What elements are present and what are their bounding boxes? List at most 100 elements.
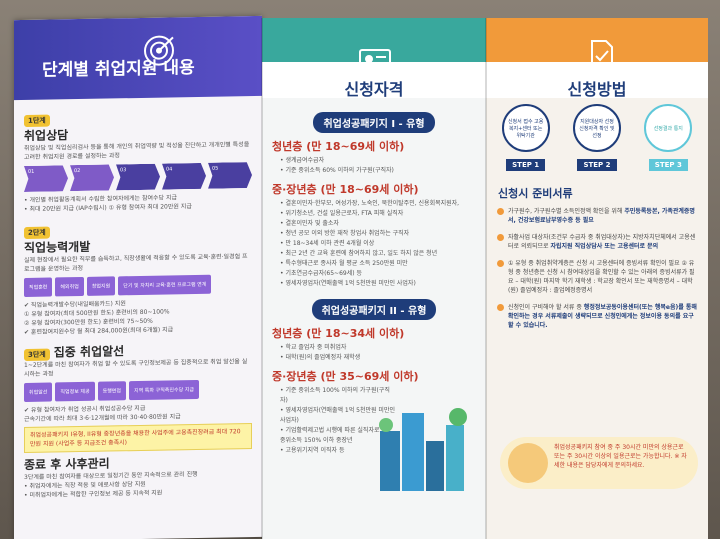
eligibility-item: • 고용위기지역 이직자 등 [280, 447, 345, 454]
step3-pills: 취업알선 직업정보 제공 동행면접 지역 특화 구직촉진수당 지급 [24, 379, 252, 402]
target-icon [144, 35, 174, 66]
prep-highlight: 자립지원 직업상담사 또는 고용센터로 문의 [550, 243, 659, 250]
fold-line [485, 18, 487, 539]
panel-eligibility: 신청자격 취업성공패키지 I - 유형 청년층 (만 18~69세 이하) • … [262, 18, 486, 539]
panel2-title: 신청자격 [344, 80, 404, 99]
type2-middle-head: 중·장년층 (만 35~69세 이하) [272, 370, 419, 383]
step-1: 신청서 접수 고용복지+센터 또는 위탁기관 STEP 1 [495, 104, 557, 171]
type2-tag-wrap: 취업성공패키지 II - 유형 [262, 299, 486, 320]
type1-tag-wrap: 취업성공패키지 I - 유형 [262, 112, 486, 133]
arrow-step: 05 [208, 162, 252, 189]
prep-item: ① 유형 중 취업취약계층은 신청 시 고용센터에 증빙서류 확인이 필요 ② … [486, 259, 708, 295]
type1-middle-head: 중·장년층 (만 18~69세 이하) [272, 183, 419, 196]
employer-subsidy-box: 취업성공패키지 I유형, II유형 중장년층을 채용한 사업주에 고용촉진장려금… [24, 423, 252, 453]
city-buildings-illustration [379, 408, 467, 491]
prep-item: 신청인이 구비해야 할 서류 중 행정정보공동이용센터(또는 행복e음)를 통해… [486, 303, 708, 330]
document-check-icon [591, 40, 613, 70]
step3-desc: 1~2단계를 마친 참여자가 취업 할 수 있도록 구인정보제공 등 집중적으로… [24, 358, 248, 378]
program-pill: 창업지원 [86, 276, 116, 296]
type2-section: 청년층 (만 18~34세 이하) • 학교 졸업자 중 미취업자 • 대학(원… [262, 325, 486, 456]
step-label: STEP 2 [577, 159, 617, 171]
type1-tag: 취업성공패키지 I - 유형 [313, 112, 435, 133]
bullet-dot [497, 234, 504, 241]
panel3-header: 신청방법 [486, 18, 708, 99]
eligibility-item: • 특수형태근로 종사자 월 평균 소득 250만원 미만 [280, 260, 408, 267]
eligibility-item: • 학교 졸업자 중 미취업자 [280, 344, 347, 351]
step-circle: 신청서 접수 고용복지+센터 또는 위탁기관 [501, 104, 550, 152]
step-3: 선정결과 통지 STEP 3 [637, 104, 699, 171]
arrow-step: 01 [24, 165, 68, 192]
prep-text: 신청인이 구비해야 할 서류 중 [508, 304, 582, 311]
eligibility-item: • 최근 2년 간 교육 훈련에 참여하지 않고, 일도 하지 않은 청년 [280, 250, 438, 257]
bullet-dot [497, 304, 504, 311]
program-pill: 지역 특화 구직촉진수당 지급 [129, 379, 199, 401]
type2-tag: 취업성공패키지 II - 유형 [311, 299, 437, 320]
bullet-dot [497, 208, 504, 215]
program-pill: 단기 및 자치리 교육·훈련 프로그램 연계 [118, 274, 212, 296]
step3-badge: 3단계 [24, 348, 50, 361]
prep-item: 가구원수, 가구원수별 소득인정액 확인을 위해 주민등록등본, 가족관계증명서… [486, 207, 708, 225]
step-label: STEP 1 [506, 159, 546, 171]
prep-item: 자활사업 대상자(조건부 수급자 중 취업대상자)는 지방자치단체에서 고용센터… [486, 233, 708, 251]
step-2: 지원대상자 선정 신청자격 확인 및 선정 STEP 2 [566, 104, 628, 171]
after-section: 종료 후 사후관리 3단계를 마친 참여자를 대상으로 일정기간 동안 지속적으… [14, 452, 262, 500]
step1-arrows: 01 02 03 04 05 [24, 162, 252, 192]
step1-badge: 1단계 [24, 114, 50, 127]
program-pill: 취업알선 [24, 382, 53, 402]
type2-youth-head: 청년층 (만 18~34세 이하) [272, 327, 405, 340]
step3-title: 집중 취업알선 [53, 344, 125, 360]
step-label: STEP 3 [648, 159, 688, 171]
arrow-step: 03 [116, 164, 160, 191]
panel1-header: 단계별 취업지원 내용 [14, 15, 262, 101]
prep-text: 자활사업 대상자(조건부 수급자 중 취업대상자)는 지방자치단체에서 고용센터… [508, 234, 696, 250]
panel2-strip [262, 18, 486, 62]
program-pill: 직업정보 제공 [55, 381, 95, 402]
eligibility-item: • 영세자영업자(연매출액 1억 5천만원 미만인 사업자) [280, 407, 395, 424]
eligibility-item: • 기초연금수급자(65~69세) 등 [280, 270, 363, 277]
panel2-header: 신청자격 [262, 18, 486, 99]
eligibility-item: • 청년 공모 이외 방한 재작 창업사 취업하는 구직자 [280, 230, 410, 237]
program-pill: 해외취업 [55, 276, 84, 297]
step1-section: 1단계 취업상담 취업상담 및 직업심리검사 등을 통해 개인의 취업역량 및 … [14, 104, 262, 214]
eligibility-item: • 생계급여수급자 [280, 157, 325, 164]
panel-application: 신청방법 신청서 접수 고용복지+센터 또는 위탁기관 STEP 1 지원대상자… [486, 18, 708, 539]
step1-desc: 취업상담 및 직업심리검사 등을 통해 개인의 취업역량 및 적성을 진단하고 … [24, 141, 250, 161]
arrow-step: 02 [70, 164, 114, 191]
callout-text: 취업성공패키지 참여 중 주 30시간 미만의 상용근로 또는 주 30시간 이… [554, 444, 687, 469]
prep-docs-title: 신청시 준비서류 [498, 187, 573, 200]
program-pill: 동행면접 [97, 381, 127, 401]
type1-section: 청년층 (만 18~69세 이하) • 생계급여수급자 • 기준 중위소득 60… [262, 138, 486, 289]
step-circle: 지원대상자 선정 신청자격 확인 및 선정 [572, 104, 621, 152]
eligibility-item: • 영세자영업자(연매출액 1억 5천만원 미만인 사업자) [280, 280, 416, 287]
step-circle: 선정결과 통지 [644, 104, 693, 152]
eligibility-item: • 기업활력제고법 시행에 따른 실직자로 중위소득 150% 이하 중장년 [280, 427, 380, 444]
eligibility-item: • 결혼이민자 및 출소자 [280, 220, 339, 227]
type1-youth-head: 청년층 (만 18~69세 이하) [272, 140, 405, 153]
prep-highlight: 주민등록등본, 가족관계증명서, 건강보험료납부영수증 등 필요 [508, 208, 695, 224]
prep-highlight: 행정정보공동이용센터(또는 행복e음)를 통해 확인하는 경우 서류제출이 생략… [508, 304, 697, 329]
id-card-icon [359, 49, 391, 73]
eligibility-item: • 위기청소년, 건설 일용근로자, FTA 피해 실직자 [280, 210, 404, 217]
step2-badge: 2단계 [24, 226, 50, 239]
eligibility-item: • 결혼이민자·한부모, 여성가장, 노숙인, 북한이탈주민, 신용회복지원자, [280, 200, 460, 207]
eligibility-item: • 만 18~34세 이하 관련 4개월 이상 [280, 240, 375, 247]
fold-line [261, 18, 263, 539]
step2-desc: 실제 현장에서 필요한 직무를 습득하고, 직장생활에 적응할 수 있도록 교육… [24, 253, 248, 273]
arrow-step: 04 [162, 163, 206, 190]
step2-pills: 직업훈련 해외취업 창업지원 단기 및 자치리 교육·훈련 프로그램 연계 [24, 274, 252, 297]
step2-section: 2단계 직업능력개발 실제 현장에서 필요한 직무를 습득하고, 직장생활에 적… [14, 216, 262, 337]
prep-text: ① 유형 중 취업취약계층은 신청 시 고용센터에 증빙서류 확인이 필요 ② … [508, 260, 695, 294]
application-steps: 신청서 접수 고용복지+센터 또는 위탁기관 STEP 1 지원대상자 선정 신… [486, 98, 708, 171]
bullet-dot [497, 260, 504, 267]
panel3-title: 신청방법 [567, 80, 627, 99]
headset-agent-icon [508, 443, 548, 483]
panel-support-steps: 단계별 취업지원 내용 1단계 취업상담 취업상담 및 직업심리검사 등을 통해… [14, 15, 262, 539]
callout-box: 취업성공패키지 참여 중 주 30시간 미만의 상용근로 또는 주 30시간 이… [500, 437, 698, 489]
eligibility-item: • 기준 중위소득 60% 이하의 가구원(구직자) [280, 167, 394, 174]
eligibility-item: • 대학(원)의 졸업예정자 재학생 [280, 354, 361, 361]
panel1-title: 단계별 취업지원 내용 [42, 58, 195, 81]
program-pill: 직업훈련 [24, 277, 53, 297]
prep-text: 가구원수, 가구원수별 소득인정액 확인을 위해 [508, 208, 623, 215]
eligibility-item: • 기준 중위소득 100% 이하의 가구원(구직자) [280, 387, 390, 404]
